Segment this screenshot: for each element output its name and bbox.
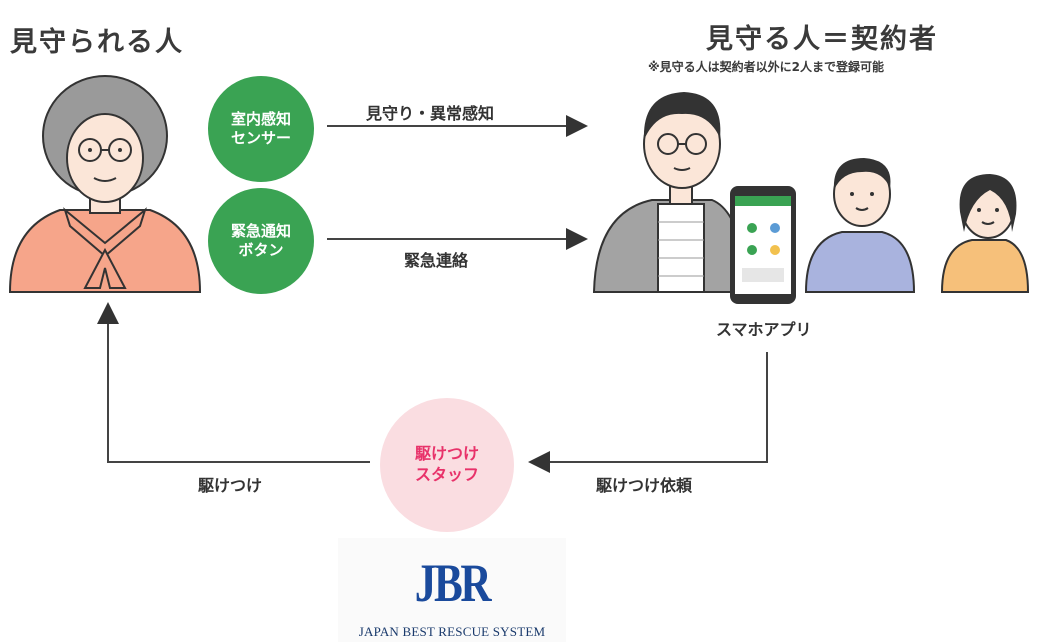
elderly-woman-illustration	[8, 75, 202, 293]
registration-note: ※見守る人は契約者以外に2人まで登録可能	[648, 60, 885, 74]
sensor-flow-label: 見守り・異常感知	[366, 104, 495, 123]
jbr-company-name: JAPAN BEST RESCUE SYSTEM	[358, 624, 546, 639]
dispatch-request-line	[766, 352, 768, 463]
emergency-button-device: 緊急通知ボタン	[208, 188, 314, 294]
rush-arrow	[107, 322, 109, 463]
dispatch-request-arrow	[546, 461, 768, 463]
jbr-logo: JBR	[414, 553, 492, 613]
emergency-flow-arrow	[327, 238, 570, 240]
rescue-staff-circle: 駆けつけスタッフ	[380, 398, 514, 532]
jbr-logo-box: JBR JAPAN BEST RESCUE SYSTEM	[338, 538, 566, 642]
arrow-up-icon	[97, 302, 119, 324]
arrow-left-icon	[528, 451, 550, 473]
arrow-right-icon	[566, 115, 588, 137]
watcher-contractor-title: 見守る人＝契約者	[706, 24, 938, 55]
emergency-flow-label: 緊急連絡	[404, 251, 469, 270]
rush-label: 駆けつけ	[198, 476, 263, 495]
indoor-sensor-device: 室内感知センサー	[208, 76, 314, 182]
watchers-illustration	[592, 92, 1030, 304]
dispatch-request-label: 駆けつけ依頼	[596, 476, 693, 495]
sensor-flow-arrow	[327, 125, 570, 127]
smartphone-app-label: スマホアプリ	[716, 320, 812, 339]
arrow-right-icon	[566, 228, 588, 250]
watched-person-title: 見守られる人	[10, 27, 184, 58]
rush-line	[107, 461, 370, 463]
